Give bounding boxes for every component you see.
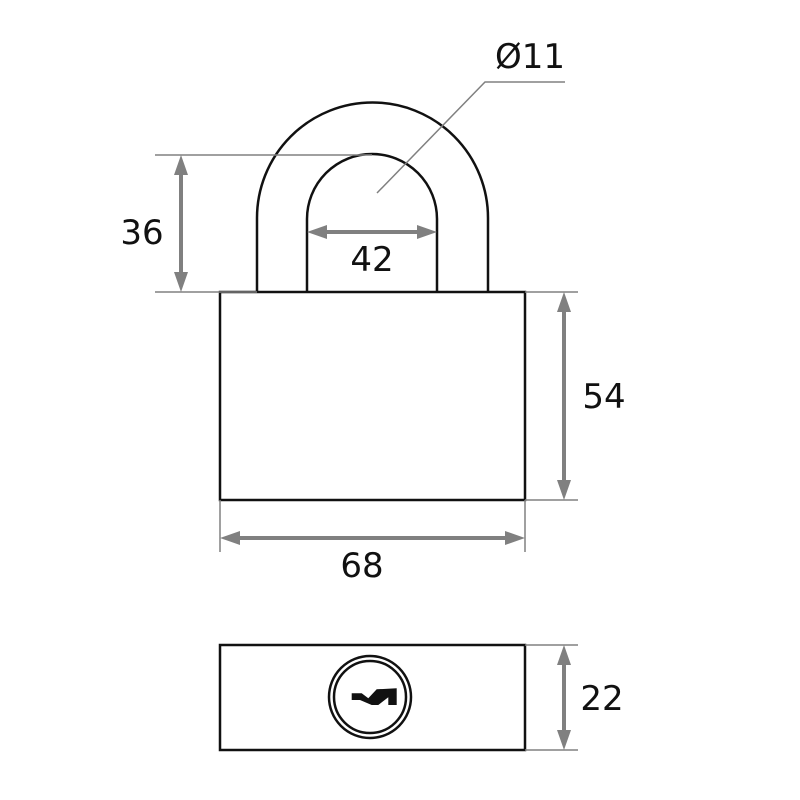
arrow-head bbox=[557, 292, 571, 312]
arrow-head bbox=[174, 155, 188, 175]
keyhole-outer-ring bbox=[327, 654, 413, 740]
arrow-head bbox=[505, 531, 525, 545]
dim-label-diameter: Ø11 bbox=[495, 37, 565, 77]
arrow-head bbox=[220, 531, 240, 545]
lock-body-front bbox=[218, 290, 527, 502]
arrow-head bbox=[557, 730, 571, 750]
dim-label-54: 54 bbox=[582, 377, 625, 417]
key-slot-icon bbox=[351, 688, 397, 705]
arrow-head bbox=[417, 225, 437, 239]
leader-line-diameter bbox=[376, 81, 565, 194]
arrow-head bbox=[174, 272, 188, 292]
arrow-head bbox=[307, 225, 327, 239]
shackle-outer bbox=[255, 101, 490, 292]
arrow-head bbox=[557, 645, 571, 665]
dim-label-22: 22 bbox=[580, 679, 623, 719]
keyhole-inner-ring bbox=[332, 659, 408, 735]
lock-body-bottom bbox=[218, 643, 527, 752]
shackle-inner bbox=[305, 152, 439, 292]
dim-label-42: 42 bbox=[350, 240, 393, 280]
dim-label-36: 36 bbox=[120, 213, 163, 253]
dim-label-68: 68 bbox=[340, 546, 383, 586]
arrow-head bbox=[557, 480, 571, 500]
